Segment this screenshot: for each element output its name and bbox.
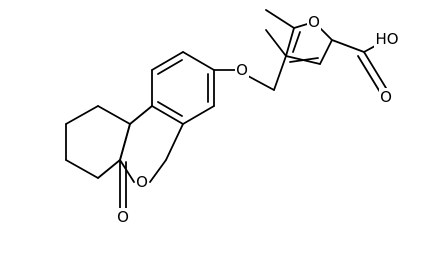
- bond: [157, 101, 183, 117]
- bond: [119, 159, 135, 183]
- label-bg: [135, 173, 149, 191]
- label-bg: [379, 88, 393, 106]
- ring-oxygen-label: O: [136, 173, 148, 191]
- bond: [265, 9, 295, 29]
- bond: [357, 55, 381, 93]
- furan-oxygen-label: O: [308, 13, 320, 31]
- hydroxyl-label: HO: [375, 30, 398, 48]
- bonds: [65, 9, 387, 211]
- bond: [97, 159, 121, 179]
- bond: [119, 123, 131, 161]
- ether-oxygen-label: O: [236, 61, 248, 79]
- bond: [292, 31, 301, 53]
- carbonyl-oxygen-label: O: [117, 208, 129, 226]
- bond: [363, 51, 387, 89]
- label-bg: [374, 30, 400, 48]
- bond: [289, 57, 319, 63]
- bond: [319, 39, 333, 65]
- bond: [182, 51, 215, 71]
- label-bg: [235, 61, 249, 79]
- bond: [149, 159, 167, 183]
- bond: [65, 159, 99, 179]
- bond: [151, 105, 184, 125]
- acid-oxygen-label: O: [380, 88, 392, 106]
- bond: [151, 51, 184, 71]
- label-bg: [116, 208, 130, 226]
- bond: [247, 75, 275, 91]
- bond: [157, 59, 183, 75]
- bond: [65, 105, 99, 125]
- bond: [285, 27, 295, 57]
- bond: [182, 105, 215, 125]
- bond: [273, 55, 287, 91]
- bond: [129, 105, 153, 125]
- bond: [165, 123, 184, 161]
- bond: [97, 105, 131, 125]
- bond: [265, 29, 287, 57]
- bond: [331, 39, 365, 53]
- label-bg: [307, 13, 321, 31]
- atom-labels: O O O O HO O: [116, 13, 400, 226]
